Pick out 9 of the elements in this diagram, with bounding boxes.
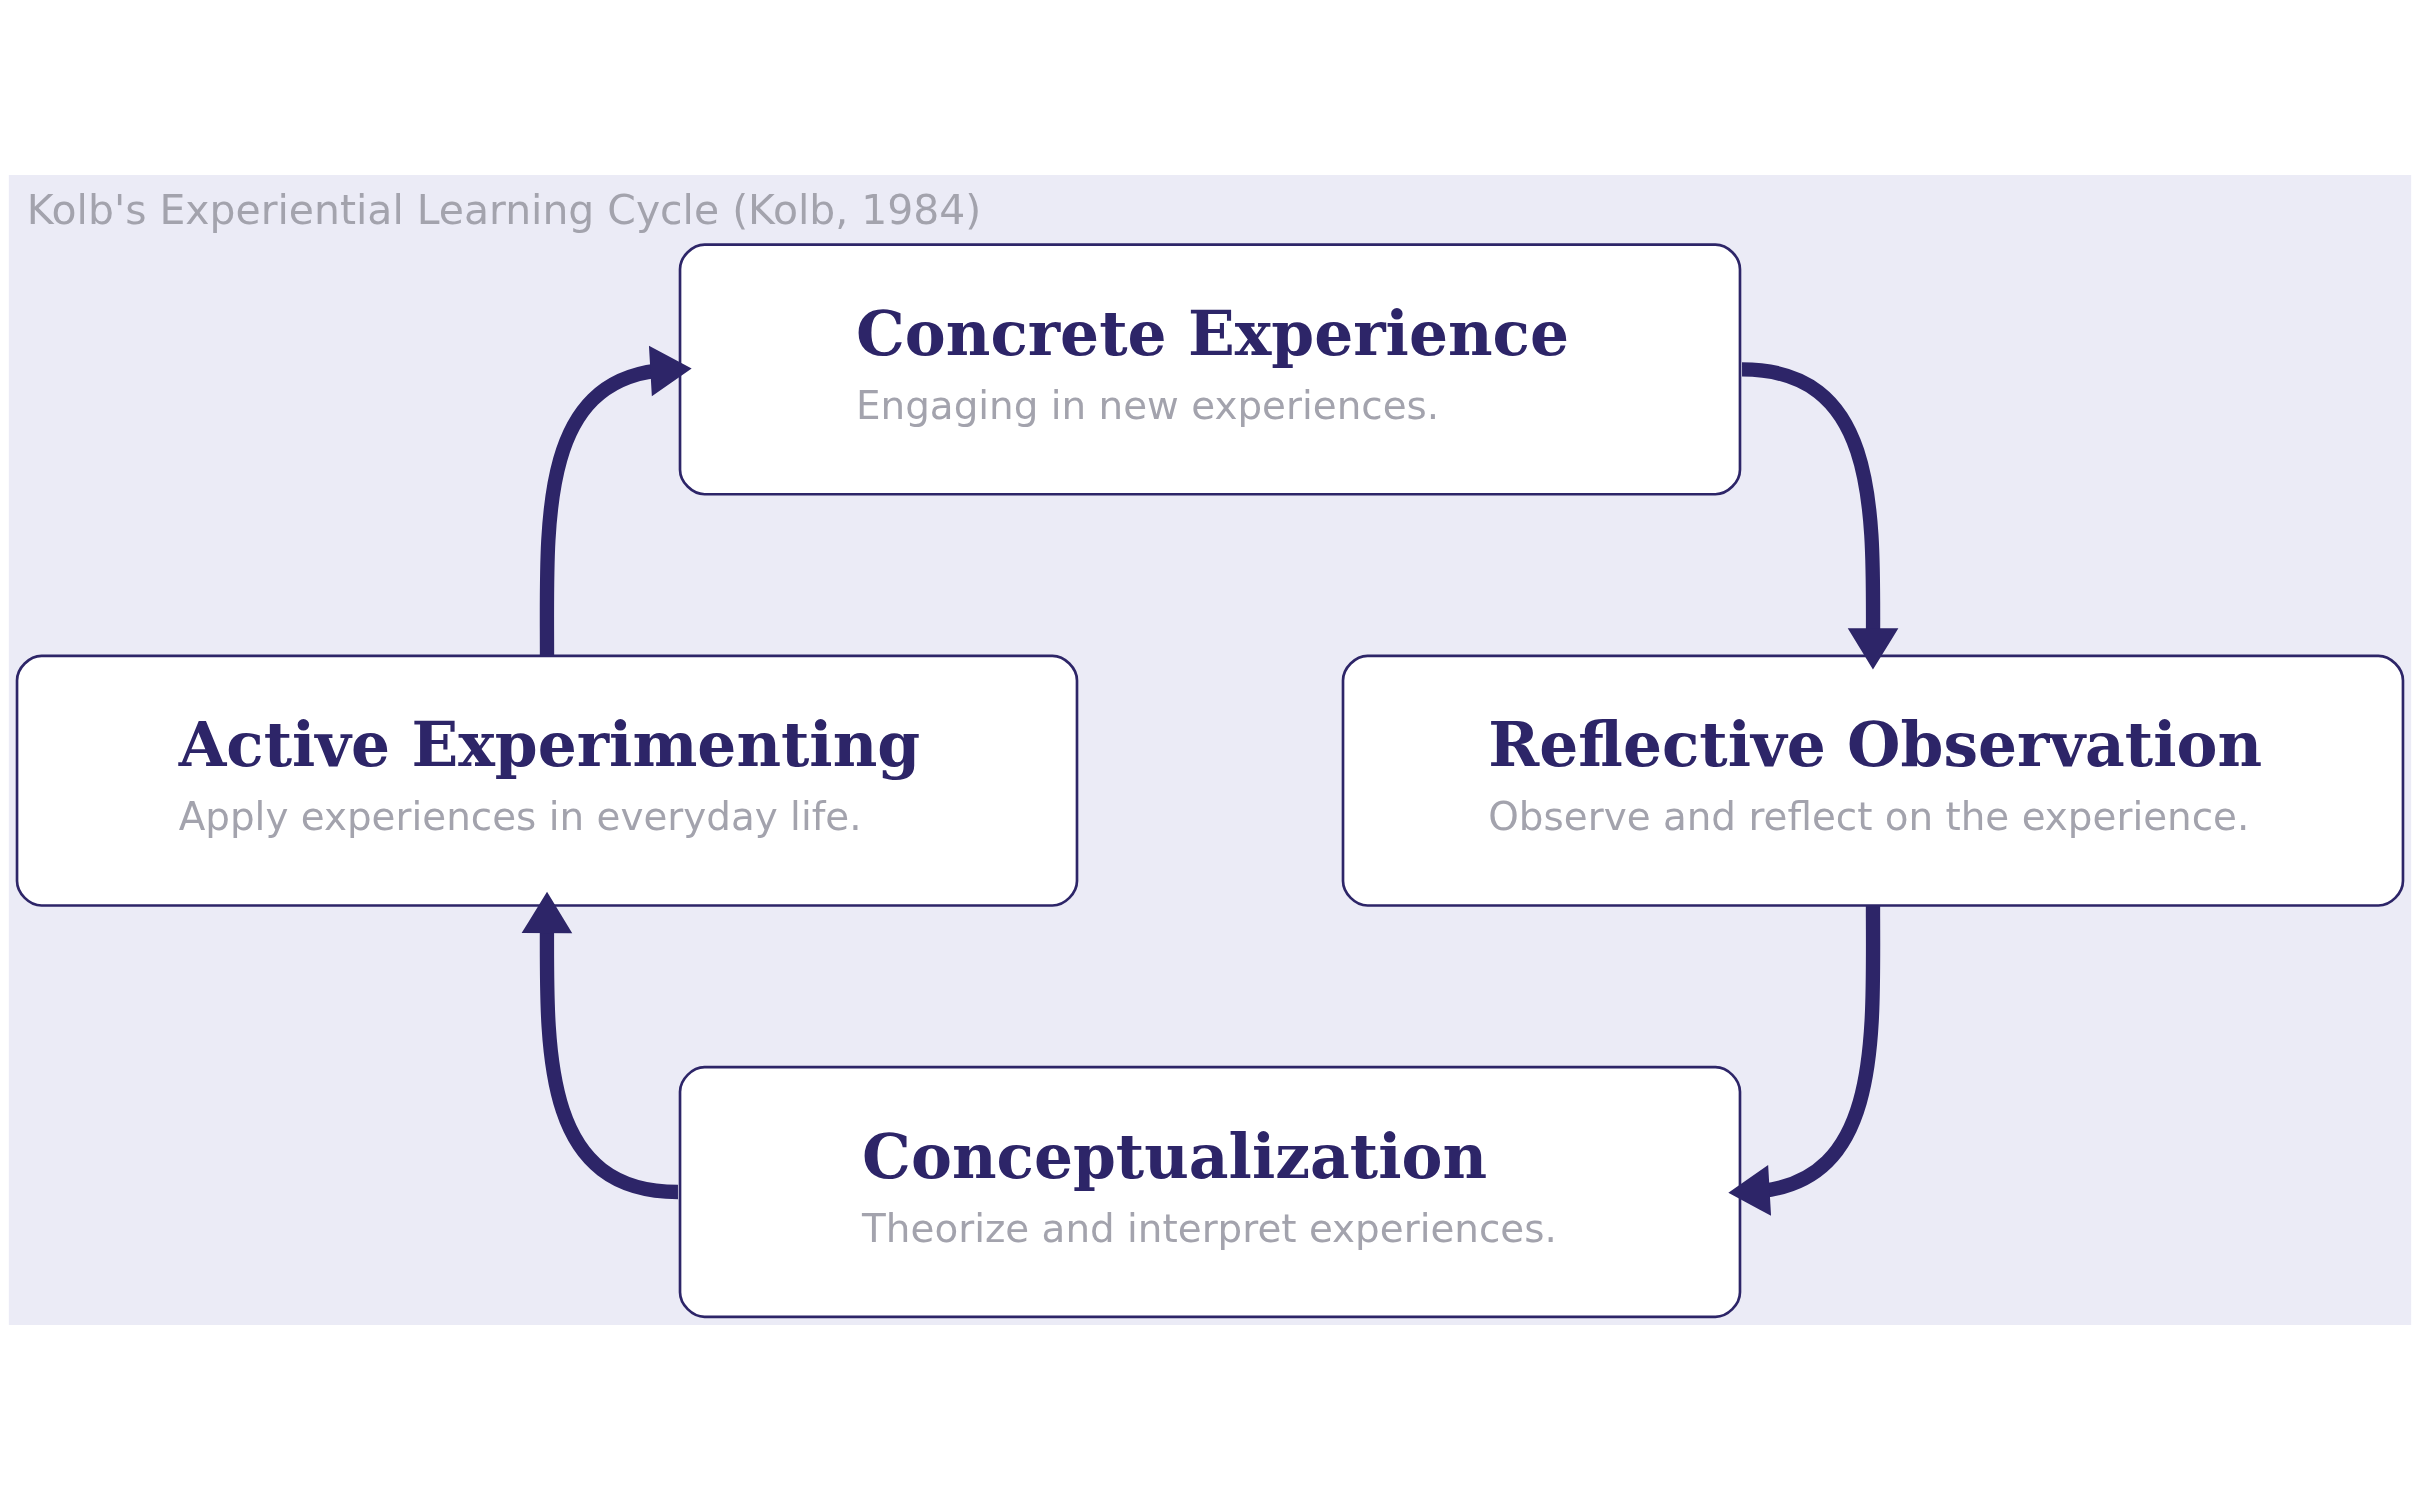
arrow (1728, 905, 1881, 1216)
arrow (539, 345, 692, 656)
node-box: Reflective Observation Observe and reflect on the experience. (1341, 654, 2405, 907)
diagram-title: Kolb's Experiential Learning Cycle (Kolb, 1984) (26, 186, 982, 235)
node-box: Conceptualization Theorize and interpret experiences. (678, 1065, 1742, 1319)
arrow (521, 891, 679, 1200)
node-box: Concrete Experience Engaging in new experiences. (678, 243, 1742, 496)
arrow (1741, 362, 1899, 670)
node-box: Active Experimenting Apply experiences in everyday life. (15, 654, 1079, 907)
